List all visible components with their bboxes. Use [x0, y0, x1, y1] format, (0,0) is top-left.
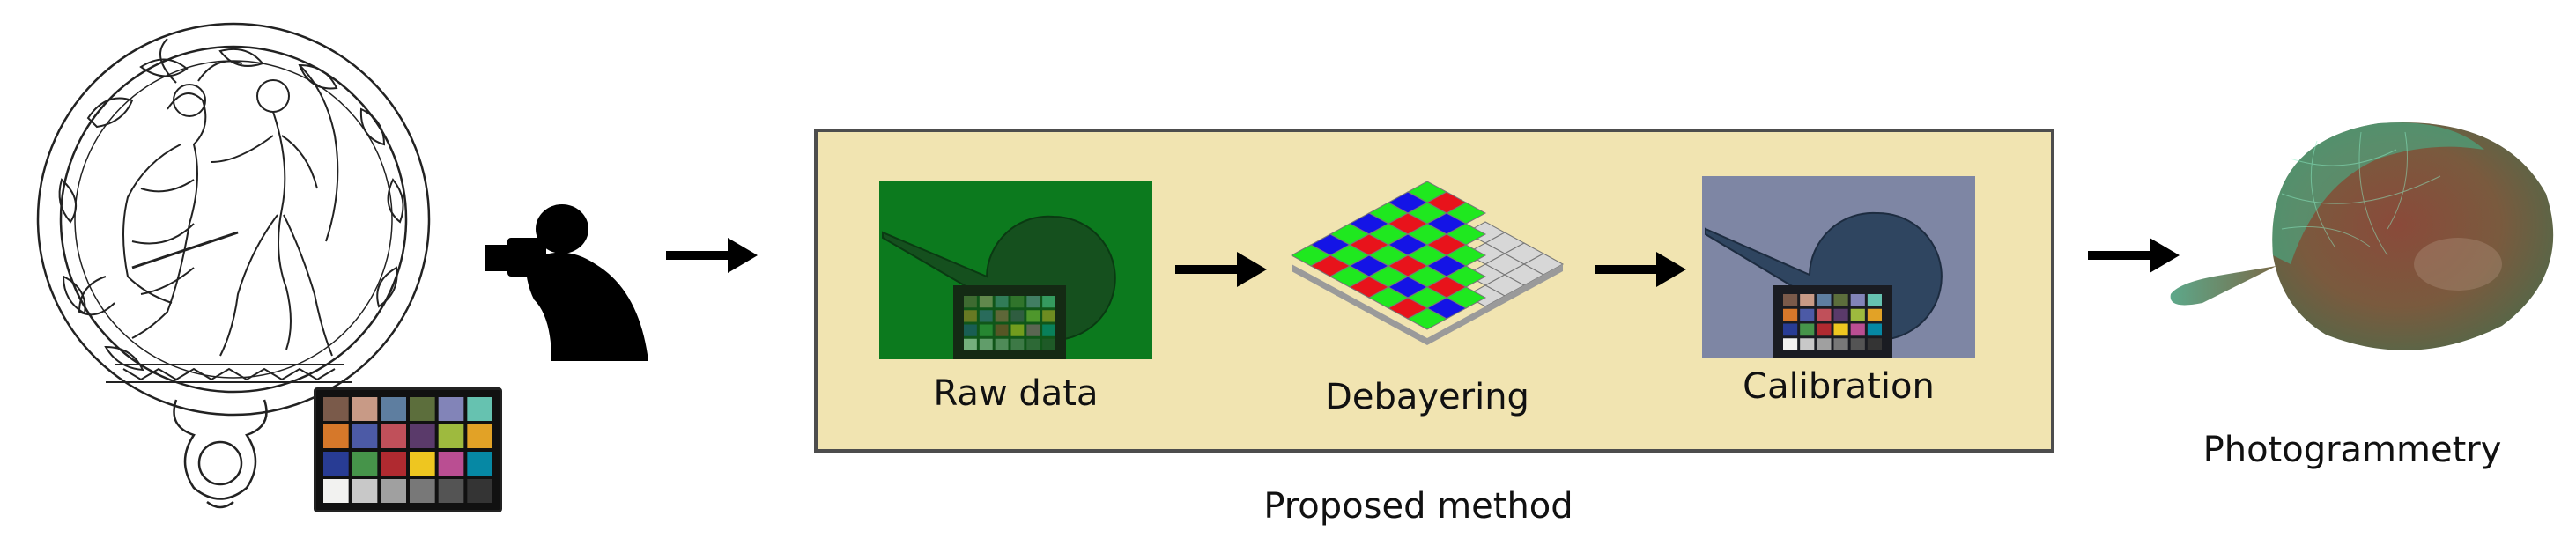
checker-patch — [352, 397, 378, 421]
checker-patch — [1850, 323, 1865, 336]
checker-patch — [467, 452, 492, 476]
checker-patch — [438, 397, 464, 421]
checker-patch — [1833, 323, 1848, 336]
checker-patch — [323, 479, 349, 503]
photographer-icon — [481, 203, 666, 361]
bayer-cell — [1406, 307, 1448, 330]
checker-patch — [1850, 338, 1865, 350]
checker-patch — [1783, 294, 1798, 306]
checker-patch — [381, 424, 406, 448]
checker-patch — [381, 397, 406, 421]
checker-patch — [1783, 323, 1798, 336]
checker-patch — [381, 452, 406, 476]
checker-patch — [410, 479, 435, 503]
checker-patch — [1867, 308, 1882, 321]
checker-patch — [323, 397, 349, 421]
arrow-icon — [666, 234, 759, 276]
checker-patch — [1867, 294, 1882, 306]
checker-patch — [1850, 308, 1865, 321]
proposed-method-caption: Proposed method — [1263, 486, 1573, 527]
checker-patch — [1867, 323, 1882, 336]
checker-patch — [1800, 323, 1815, 336]
arrow-icon — [1175, 248, 1269, 291]
checker-patch — [1783, 338, 1798, 350]
raw-data-image — [879, 181, 1152, 359]
checker-patch — [323, 424, 349, 448]
checker-patch — [1817, 323, 1832, 336]
checker-patch — [438, 424, 464, 448]
checker-patch — [410, 452, 435, 476]
checker-patch — [410, 424, 435, 448]
checker-patch — [381, 479, 406, 503]
arrow-icon — [2088, 234, 2181, 276]
checker-patch — [467, 424, 492, 448]
bayer-pattern-graphic — [1286, 181, 1568, 349]
mirror-drawing — [9, 12, 467, 514]
checker-patch — [1783, 308, 1798, 321]
checker-patch — [1867, 338, 1882, 350]
photogrammetry-model — [2141, 106, 2564, 370]
raw-data-label: Raw data — [933, 373, 1099, 414]
color-checker-chart — [314, 387, 502, 512]
calibration-label: Calibration — [1743, 366, 1935, 407]
checker-patch — [438, 479, 464, 503]
photogrammetry-label: Photogrammetry — [2202, 430, 2502, 470]
checker-patch — [1800, 338, 1815, 350]
arrow-icon — [1595, 248, 1688, 291]
checker-patch — [1833, 338, 1848, 350]
checker-patch — [1800, 294, 1815, 306]
checker-patch — [467, 479, 492, 503]
checker-patch — [352, 479, 378, 503]
raw-tint — [964, 296, 1055, 350]
checker-patch — [1833, 308, 1848, 321]
checker-patch — [323, 452, 349, 476]
calibrated-image — [1702, 176, 1975, 358]
checker-patch — [467, 397, 492, 421]
checker-patch — [410, 397, 435, 421]
checker-patch — [438, 452, 464, 476]
checker-patch — [1833, 294, 1848, 306]
checker-patch — [352, 452, 378, 476]
checker-patch — [1850, 294, 1865, 306]
checker-patch — [1817, 308, 1832, 321]
checker-patch — [352, 424, 378, 448]
checker-patch — [1817, 338, 1832, 350]
checker-patch — [1800, 308, 1815, 321]
debayering-label: Debayering — [1325, 377, 1529, 417]
checker-patch — [1817, 294, 1832, 306]
